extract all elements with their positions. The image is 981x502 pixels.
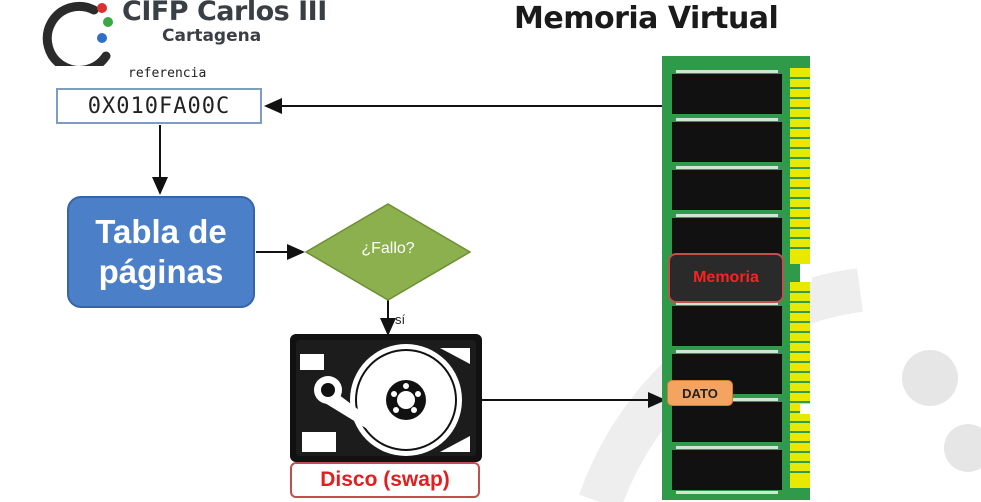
decision-label: ¿Fallo? — [361, 240, 415, 257]
cifp-logo-icon — [42, 1, 113, 66]
page-table-box: Tabla de páginas — [67, 196, 255, 308]
yes-label: sí — [395, 312, 406, 327]
address-box: 0X010FA00C — [56, 88, 262, 124]
hard-disk-icon — [290, 334, 482, 462]
reference-label: referencia — [128, 66, 207, 81]
logo-name: CIFP Carlos III — [122, 0, 327, 27]
page-title: Memoria Virtual — [514, 1, 779, 36]
logo-city: Cartagena — [162, 26, 262, 46]
memory-label: Memoria — [668, 253, 784, 303]
disk-label: Disco (swap) — [290, 462, 480, 498]
page-table-label: Tabla de páginas — [95, 213, 227, 290]
decision-diamond — [304, 203, 472, 301]
data-label: DATO — [667, 380, 733, 406]
